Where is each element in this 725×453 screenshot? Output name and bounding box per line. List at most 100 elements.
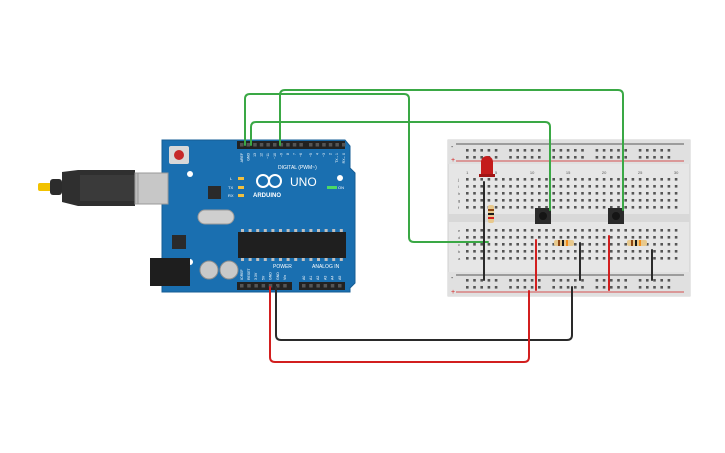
breadboard-hole[interactable] xyxy=(523,229,527,232)
breadboard-hole[interactable] xyxy=(473,236,476,239)
breadboard-hole[interactable] xyxy=(502,185,505,188)
breadboard-hole[interactable] xyxy=(667,178,671,181)
rail-hole[interactable] xyxy=(509,156,512,159)
rail-hole[interactable] xyxy=(530,286,534,289)
breadboard-hole[interactable] xyxy=(602,236,606,239)
breadboard-hole[interactable] xyxy=(617,192,620,195)
rail-hole[interactable] xyxy=(552,156,555,159)
header-pin-hole[interactable] xyxy=(322,143,326,147)
breadboard-hole[interactable] xyxy=(653,257,656,260)
breadboard-hole[interactable] xyxy=(631,206,635,209)
rail-hole[interactable] xyxy=(559,156,563,159)
rail-hole[interactable] xyxy=(646,149,649,152)
rail-hole[interactable] xyxy=(473,279,476,282)
breadboard-hole[interactable] xyxy=(595,243,599,246)
breadboard-hole[interactable] xyxy=(610,178,613,181)
rail-hole[interactable] xyxy=(653,156,656,159)
breadboard-hole[interactable] xyxy=(595,192,599,195)
breadboard-hole[interactable] xyxy=(538,250,541,253)
breadboard-hole[interactable] xyxy=(581,185,584,188)
breadboard-hole[interactable] xyxy=(538,199,541,202)
rail-hole[interactable] xyxy=(566,149,570,152)
rail-hole[interactable] xyxy=(624,156,627,159)
breadboard-hole[interactable] xyxy=(480,236,483,239)
breadboard-hole[interactable] xyxy=(466,178,469,181)
rail-hole[interactable] xyxy=(516,156,519,159)
breadboard-hole[interactable] xyxy=(631,229,635,232)
breadboard-hole[interactable] xyxy=(466,185,469,188)
rail-hole[interactable] xyxy=(667,149,671,152)
breadboard-hole[interactable] xyxy=(545,229,548,232)
breadboard-hole[interactable] xyxy=(494,236,498,239)
breadboard-hole[interactable] xyxy=(538,236,541,239)
breadboard-hole[interactable] xyxy=(660,192,663,195)
rail-hole[interactable] xyxy=(653,279,656,282)
breadboard-hole[interactable] xyxy=(523,192,527,195)
breadboard-hole[interactable] xyxy=(588,250,591,253)
breadboard-hole[interactable] xyxy=(530,257,534,260)
header-pin-hole[interactable] xyxy=(259,143,264,147)
breadboard-hole[interactable] xyxy=(595,206,599,209)
breadboard-hole[interactable] xyxy=(660,243,663,246)
rail-hole[interactable] xyxy=(559,286,563,289)
breadboard-hole[interactable] xyxy=(624,206,627,209)
breadboard-hole[interactable] xyxy=(588,236,591,239)
rail-hole[interactable] xyxy=(559,279,563,282)
breadboard-hole[interactable] xyxy=(674,229,678,232)
header-pin-hole[interactable] xyxy=(328,143,333,147)
rail-hole[interactable] xyxy=(538,286,541,289)
breadboard-hole[interactable] xyxy=(509,229,512,232)
breadboard-hole[interactable] xyxy=(631,257,635,260)
header-pin-hole[interactable] xyxy=(292,143,297,147)
breadboard-hole[interactable] xyxy=(494,192,498,195)
breadboard-hole[interactable] xyxy=(674,257,678,260)
rail-hole[interactable] xyxy=(523,286,527,289)
rail-hole[interactable] xyxy=(660,279,663,282)
breadboard-hole[interactable] xyxy=(487,178,491,181)
breadboard-hole[interactable] xyxy=(581,199,584,202)
breadboard-hole[interactable] xyxy=(653,243,656,246)
breadboard-hole[interactable] xyxy=(466,192,469,195)
breadboard-hole[interactable] xyxy=(509,178,512,181)
breadboard-hole[interactable] xyxy=(624,178,627,181)
breadboard-hole[interactable] xyxy=(538,178,541,181)
breadboard-hole[interactable] xyxy=(595,229,599,232)
breadboard-hole[interactable] xyxy=(638,199,642,202)
wire-black-gnd[interactable] xyxy=(275,286,573,341)
breadboard-hole[interactable] xyxy=(653,185,656,188)
header-pin-hole[interactable] xyxy=(335,143,339,147)
breadboard-hole[interactable] xyxy=(530,206,534,209)
breadboard-hole[interactable] xyxy=(530,236,534,239)
breadboard-hole[interactable] xyxy=(610,243,613,246)
rail-hole[interactable] xyxy=(487,149,491,152)
breadboard-hole[interactable] xyxy=(595,199,599,202)
breadboard-hole[interactable] xyxy=(617,250,620,253)
rail-hole[interactable] xyxy=(638,156,642,159)
breadboard-hole[interactable] xyxy=(552,206,555,209)
breadboard-hole[interactable] xyxy=(624,236,627,239)
reset-button-cap[interactable] xyxy=(174,150,184,160)
rail-hole[interactable] xyxy=(487,279,491,282)
breadboard-hole[interactable] xyxy=(646,250,649,253)
breadboard-hole[interactable] xyxy=(523,236,527,239)
digital-header[interactable] xyxy=(237,141,345,149)
rail-hole[interactable] xyxy=(667,286,671,289)
breadboard-hole[interactable] xyxy=(631,192,635,195)
header-pin-hole[interactable] xyxy=(302,284,306,288)
breadboard-hole[interactable] xyxy=(631,178,635,181)
breadboard-hole[interactable] xyxy=(494,199,498,202)
breadboard-hole[interactable] xyxy=(487,199,491,202)
breadboard-hole[interactable] xyxy=(602,257,606,260)
breadboard-hole[interactable] xyxy=(595,178,599,181)
breadboard-hole[interactable] xyxy=(559,185,563,188)
breadboard-hole[interactable] xyxy=(552,250,555,253)
rail-hole[interactable] xyxy=(538,149,541,152)
breadboard-hole[interactable] xyxy=(660,236,663,239)
breadboard-hole[interactable] xyxy=(530,229,534,232)
analog-header[interactable] xyxy=(299,282,345,290)
breadboard-hole[interactable] xyxy=(617,257,620,260)
header-pin-hole[interactable] xyxy=(286,143,290,147)
breadboard-hole[interactable] xyxy=(487,257,491,260)
breadboard-hole[interactable] xyxy=(552,236,555,239)
